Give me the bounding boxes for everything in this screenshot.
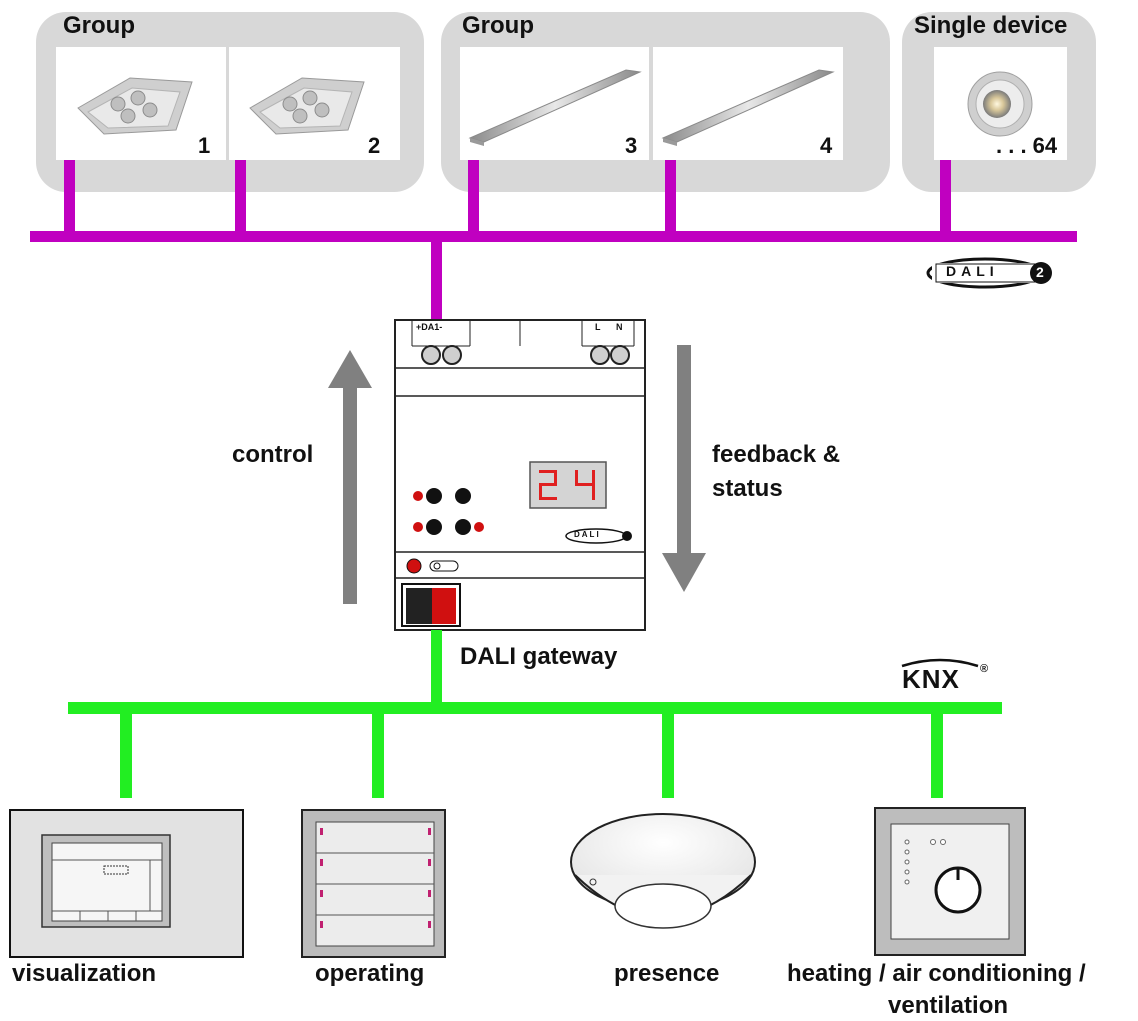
dali-bus-line — [30, 160, 1077, 320]
device-number-1: 1 — [198, 133, 211, 158]
gateway-dali-badge: DALI — [574, 530, 601, 539]
gateway-name: DALI gateway — [460, 643, 618, 670]
feedback-arrow-down — [662, 345, 706, 592]
group-1-title: Group — [63, 12, 135, 39]
device-number-3: 3 — [625, 133, 638, 158]
operating-label: operating — [315, 960, 425, 987]
control-arrow-up — [328, 350, 372, 604]
single-device-title: Single device — [914, 12, 1068, 39]
gateway-terminal-n: N — [616, 322, 623, 332]
dali-logo-suffix: 2 — [1036, 264, 1044, 280]
square-downlight-icon — [249, 77, 365, 135]
dali-2-logo — [926, 257, 1052, 289]
feedback-label-line1: feedback & — [712, 441, 841, 468]
room-controller-icon — [874, 807, 1026, 956]
hvac-label-line2: ventilation — [888, 992, 1009, 1019]
gateway-terminal-l: L — [595, 322, 601, 332]
gateway-terminal-dali: +DA1- — [416, 322, 443, 332]
control-label: control — [232, 441, 314, 468]
hvac-label-line1: heating / air conditioning / — [787, 960, 1086, 987]
square-downlight-icon — [77, 77, 193, 135]
knx-logo-text: KNX — [902, 664, 960, 694]
seven-segment-digits — [539, 470, 595, 500]
feedback-label-line2: status — [712, 475, 783, 502]
spotlight-icon — [967, 71, 1033, 137]
push-button-icon — [301, 809, 446, 958]
knx-registered-mark: ® — [980, 663, 989, 675]
dali-logo-text: DALI — [946, 263, 999, 279]
dali-gateway-device — [394, 319, 646, 631]
presence-detector-icon — [570, 813, 756, 929]
touch-panel-icon — [9, 809, 244, 958]
linear-panel-light-icon — [661, 69, 835, 146]
device-number-2: 2 — [368, 133, 381, 158]
presence-label: presence — [614, 960, 720, 987]
visualization-label: visualization — [12, 960, 157, 987]
knx-bus-line — [68, 630, 1002, 798]
linear-panel-light-icon — [468, 69, 642, 146]
device-number-4: 4 — [820, 133, 833, 158]
knx-logo — [901, 658, 979, 668]
group-2-title: Group — [462, 12, 534, 39]
device-number-64: . . . 64 — [996, 133, 1058, 158]
